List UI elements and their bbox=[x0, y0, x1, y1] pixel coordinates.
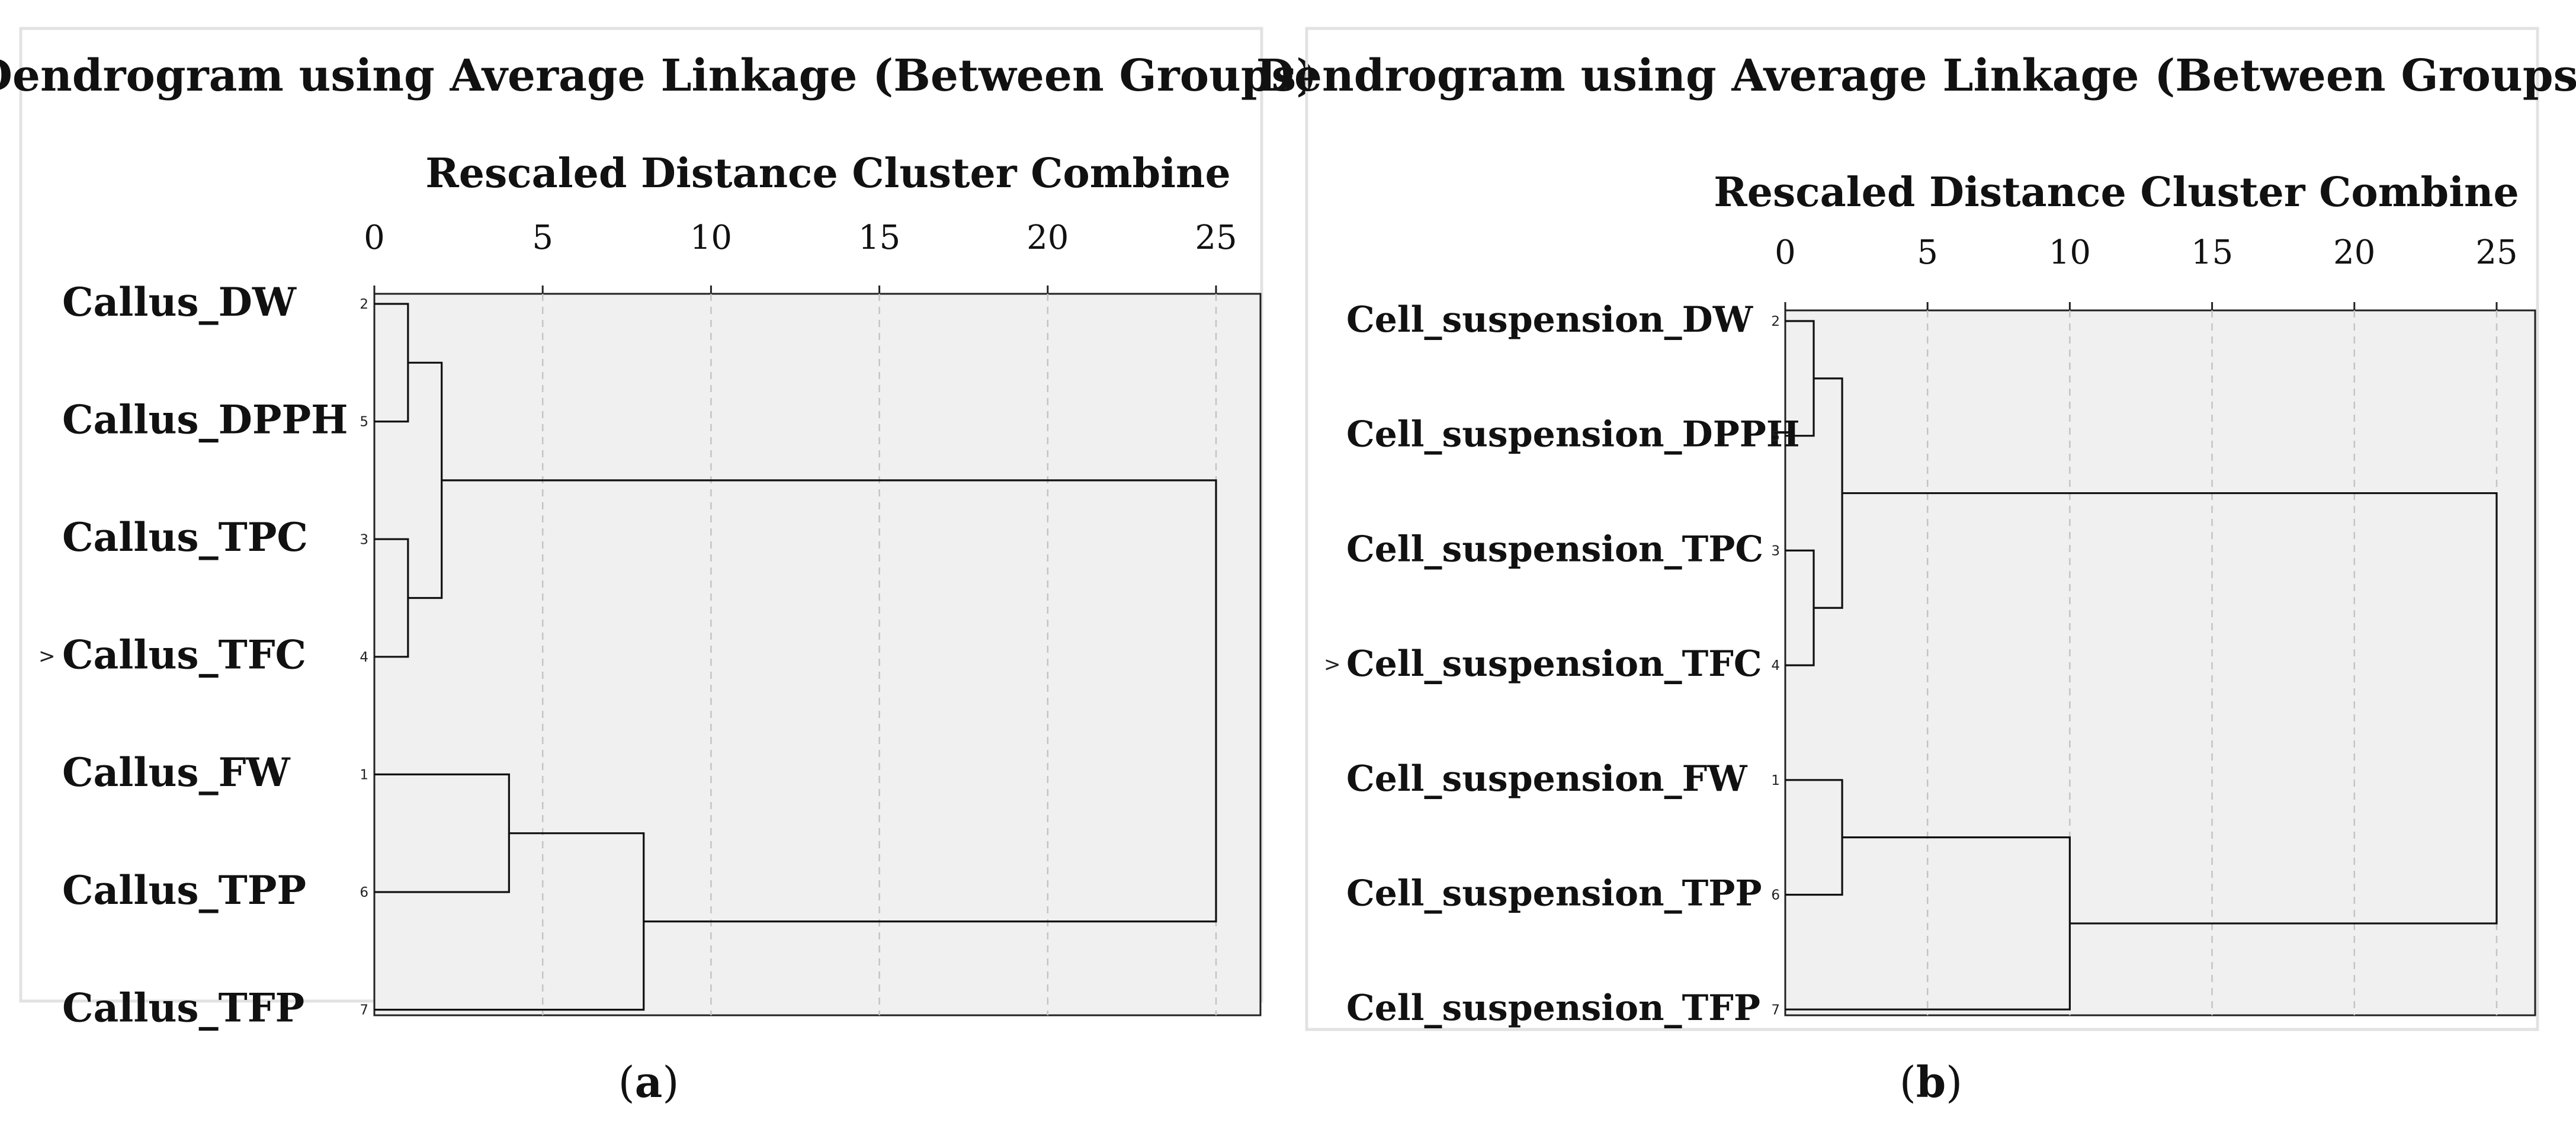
leaf-number: 7 bbox=[1771, 1002, 1780, 1018]
panel-caption: (a) bbox=[618, 1057, 679, 1107]
caption-letter: b bbox=[1916, 1057, 1946, 1107]
leaf-label: Cell_suspension_TPP bbox=[1346, 873, 1762, 915]
x-tick-label: 25 bbox=[1195, 219, 1237, 257]
leaf-number: 2 bbox=[360, 297, 368, 312]
leaf-number: 3 bbox=[1771, 543, 1780, 559]
leaf-number: 2 bbox=[1771, 314, 1780, 329]
caption-paren-open: ( bbox=[1900, 1057, 1916, 1107]
leaf-label: Cell_suspension_DPPH bbox=[1346, 414, 1800, 456]
x-tick-label: 0 bbox=[1775, 233, 1796, 272]
leaf-number: 1 bbox=[1771, 773, 1780, 788]
leaf-label: Callus_TFP bbox=[62, 984, 304, 1031]
x-tick-label: 5 bbox=[1917, 233, 1938, 272]
caption-paren-close: ) bbox=[1946, 1057, 1962, 1107]
selection-marker: > bbox=[39, 644, 56, 668]
leaf-number: 6 bbox=[1771, 888, 1780, 903]
caption-paren-close: ) bbox=[662, 1057, 679, 1107]
leaf-label: Callus_TPP bbox=[62, 867, 306, 913]
leaf-label: Callus_DPPH bbox=[62, 396, 348, 442]
plot-area bbox=[373, 293, 1262, 1016]
leaf-number: 3 bbox=[360, 532, 368, 547]
leaf-number: 5 bbox=[360, 415, 368, 430]
leaf-number: 4 bbox=[360, 650, 368, 665]
x-axis-title: Rescaled Distance Cluster Combine bbox=[425, 150, 1231, 197]
leaf-label: Cell_suspension_FW bbox=[1346, 758, 1748, 800]
x-tick-label: 0 bbox=[364, 219, 385, 257]
x-axis-title: Rescaled Distance Cluster Combine bbox=[1714, 169, 2519, 216]
leaf-label: Cell_suspension_TPC bbox=[1346, 528, 1763, 570]
leaf-number: 4 bbox=[1771, 658, 1780, 673]
x-tick-label: 10 bbox=[690, 219, 732, 257]
cluster-link bbox=[441, 479, 1217, 923]
panel-frame bbox=[1305, 27, 2539, 1031]
x-tick-label: 20 bbox=[2333, 233, 2375, 272]
leaf-number: 6 bbox=[360, 885, 368, 900]
x-tick-label: 10 bbox=[2049, 233, 2091, 272]
leaf-number: 1 bbox=[360, 767, 368, 782]
leaf-label: Callus_TFC bbox=[62, 632, 306, 678]
leaf-number: 7 bbox=[360, 1003, 368, 1018]
leaf-label: Callus_DW bbox=[62, 279, 297, 325]
leaf-label: Callus_FW bbox=[62, 749, 290, 796]
panel-caption: (b) bbox=[1900, 1057, 1963, 1107]
x-tick-label: 20 bbox=[1026, 219, 1069, 257]
leaf-label: Callus_TPC bbox=[62, 514, 308, 560]
x-tick-label: 5 bbox=[532, 219, 553, 257]
x-tick-label: 15 bbox=[2191, 233, 2233, 272]
x-tick-label: 15 bbox=[858, 219, 900, 257]
cluster-link bbox=[1842, 492, 2498, 925]
dendrogram-panel-a: Dendrogram using Average Linkage (Betwee… bbox=[0, 27, 1317, 1107]
leaf-label: Cell_suspension_TFC bbox=[1346, 643, 1762, 685]
leaf-number: 5 bbox=[1771, 429, 1780, 444]
chart-title: Dendrogram using Average Linkage (Betwee… bbox=[0, 50, 1317, 101]
x-tick-label: 25 bbox=[2475, 233, 2517, 272]
plot-area bbox=[1784, 309, 2536, 1016]
caption-letter: a bbox=[635, 1057, 663, 1107]
selection-marker: > bbox=[1324, 653, 1341, 676]
chart-title: Dendrogram using Average Linkage (Betwee… bbox=[1256, 50, 2576, 101]
leaf-label: Cell_suspension_TFP bbox=[1346, 987, 1760, 1029]
caption-paren-open: ( bbox=[618, 1057, 635, 1107]
dendrogram-panel-b: Dendrogram using Average Linkage (Betwee… bbox=[1256, 27, 2576, 1107]
leaf-label: Cell_suspension_DW bbox=[1346, 299, 1754, 341]
